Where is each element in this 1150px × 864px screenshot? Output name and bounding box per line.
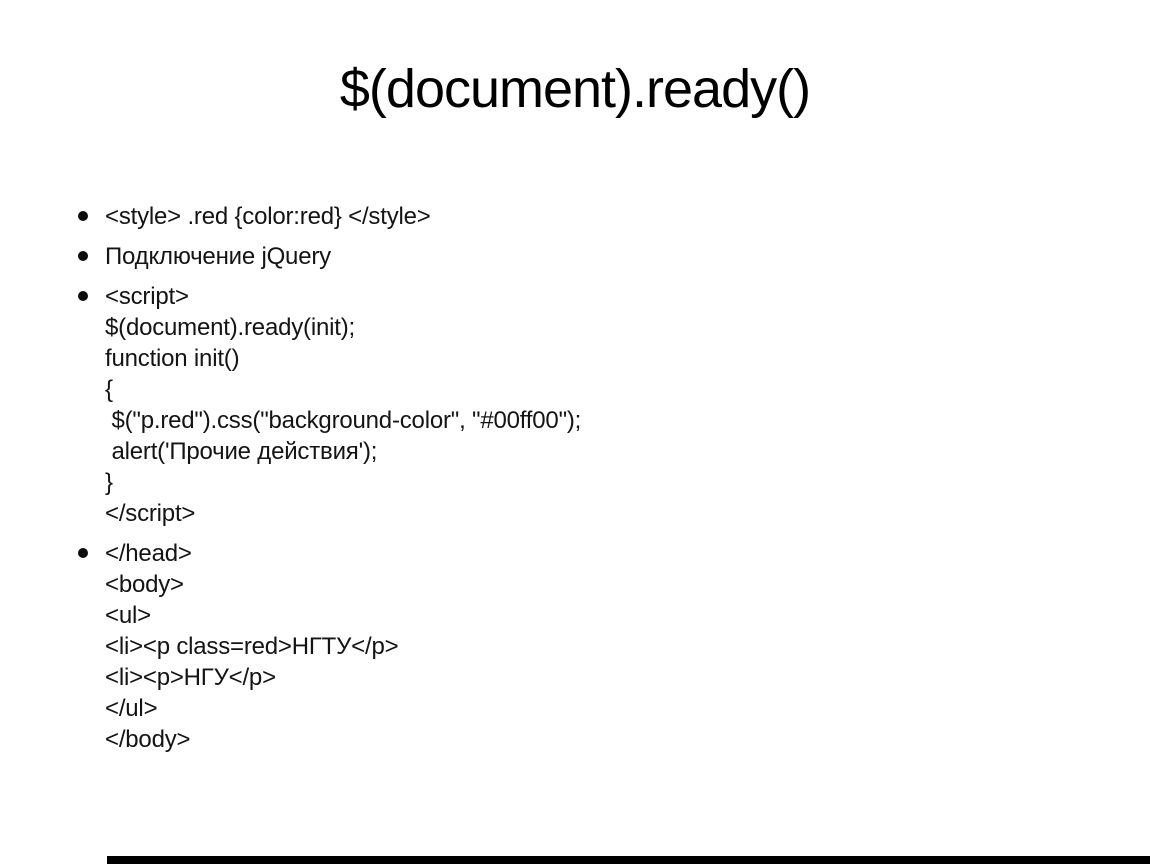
- bullet-line: </script>: [105, 500, 196, 527]
- bottom-bar: [107, 856, 1150, 864]
- bullet-line: <style> .red {color:red} </style>: [105, 203, 431, 230]
- bullet-dot-icon: [78, 251, 88, 261]
- bullet-list: <style> .red {color:red} </style> Подклю…: [78, 201, 1120, 764]
- bullet-line: <body>: [105, 571, 184, 598]
- bullet-line: $(document).ready(init);: [105, 314, 355, 341]
- bullet-dot-icon: [78, 548, 88, 558]
- bullet-line: </head>: [105, 540, 192, 567]
- bullet-text: <style> .red {color:red} </style>: [105, 201, 431, 232]
- bullet-line: <li><p>НГУ</p>: [105, 664, 276, 691]
- bullet-dot-icon: [78, 211, 88, 221]
- bullet-line: </ul>: [105, 695, 158, 722]
- bullet-line: Подключение jQuery: [105, 243, 331, 270]
- bullet-item-body-markup: </head> <body> <ul> <li><p class=red>НГТ…: [78, 538, 1120, 755]
- bullet-text: </head> <body> <ul> <li><p class=red>НГТ…: [105, 538, 399, 755]
- slide-title: $(document).ready(): [339, 59, 811, 119]
- bullet-dot-icon: [78, 291, 88, 301]
- bullet-line: {: [105, 376, 113, 403]
- bullet-line: $("p.red").css("background-color", "#00f…: [105, 407, 582, 434]
- bullet-line: <script>: [105, 283, 189, 310]
- bullet-text: Подключение jQuery: [105, 241, 331, 272]
- bullet-line: alert('Прочие действия');: [105, 438, 378, 465]
- bullet-line: <li><p class=red>НГТУ</p>: [105, 633, 399, 660]
- bullet-item-script-block: <script> $(document).ready(init); functi…: [78, 281, 1120, 529]
- bullet-line: </body>: [105, 726, 191, 753]
- bullet-text: <script> $(document).ready(init); functi…: [105, 281, 581, 529]
- bullet-line: <ul>: [105, 602, 151, 629]
- bullet-item-jquery-connect: Подключение jQuery: [78, 241, 1120, 272]
- bullet-item-style: <style> .red {color:red} </style>: [78, 201, 1120, 232]
- bullet-line: function init(): [105, 345, 240, 372]
- bullet-line: }: [105, 469, 113, 496]
